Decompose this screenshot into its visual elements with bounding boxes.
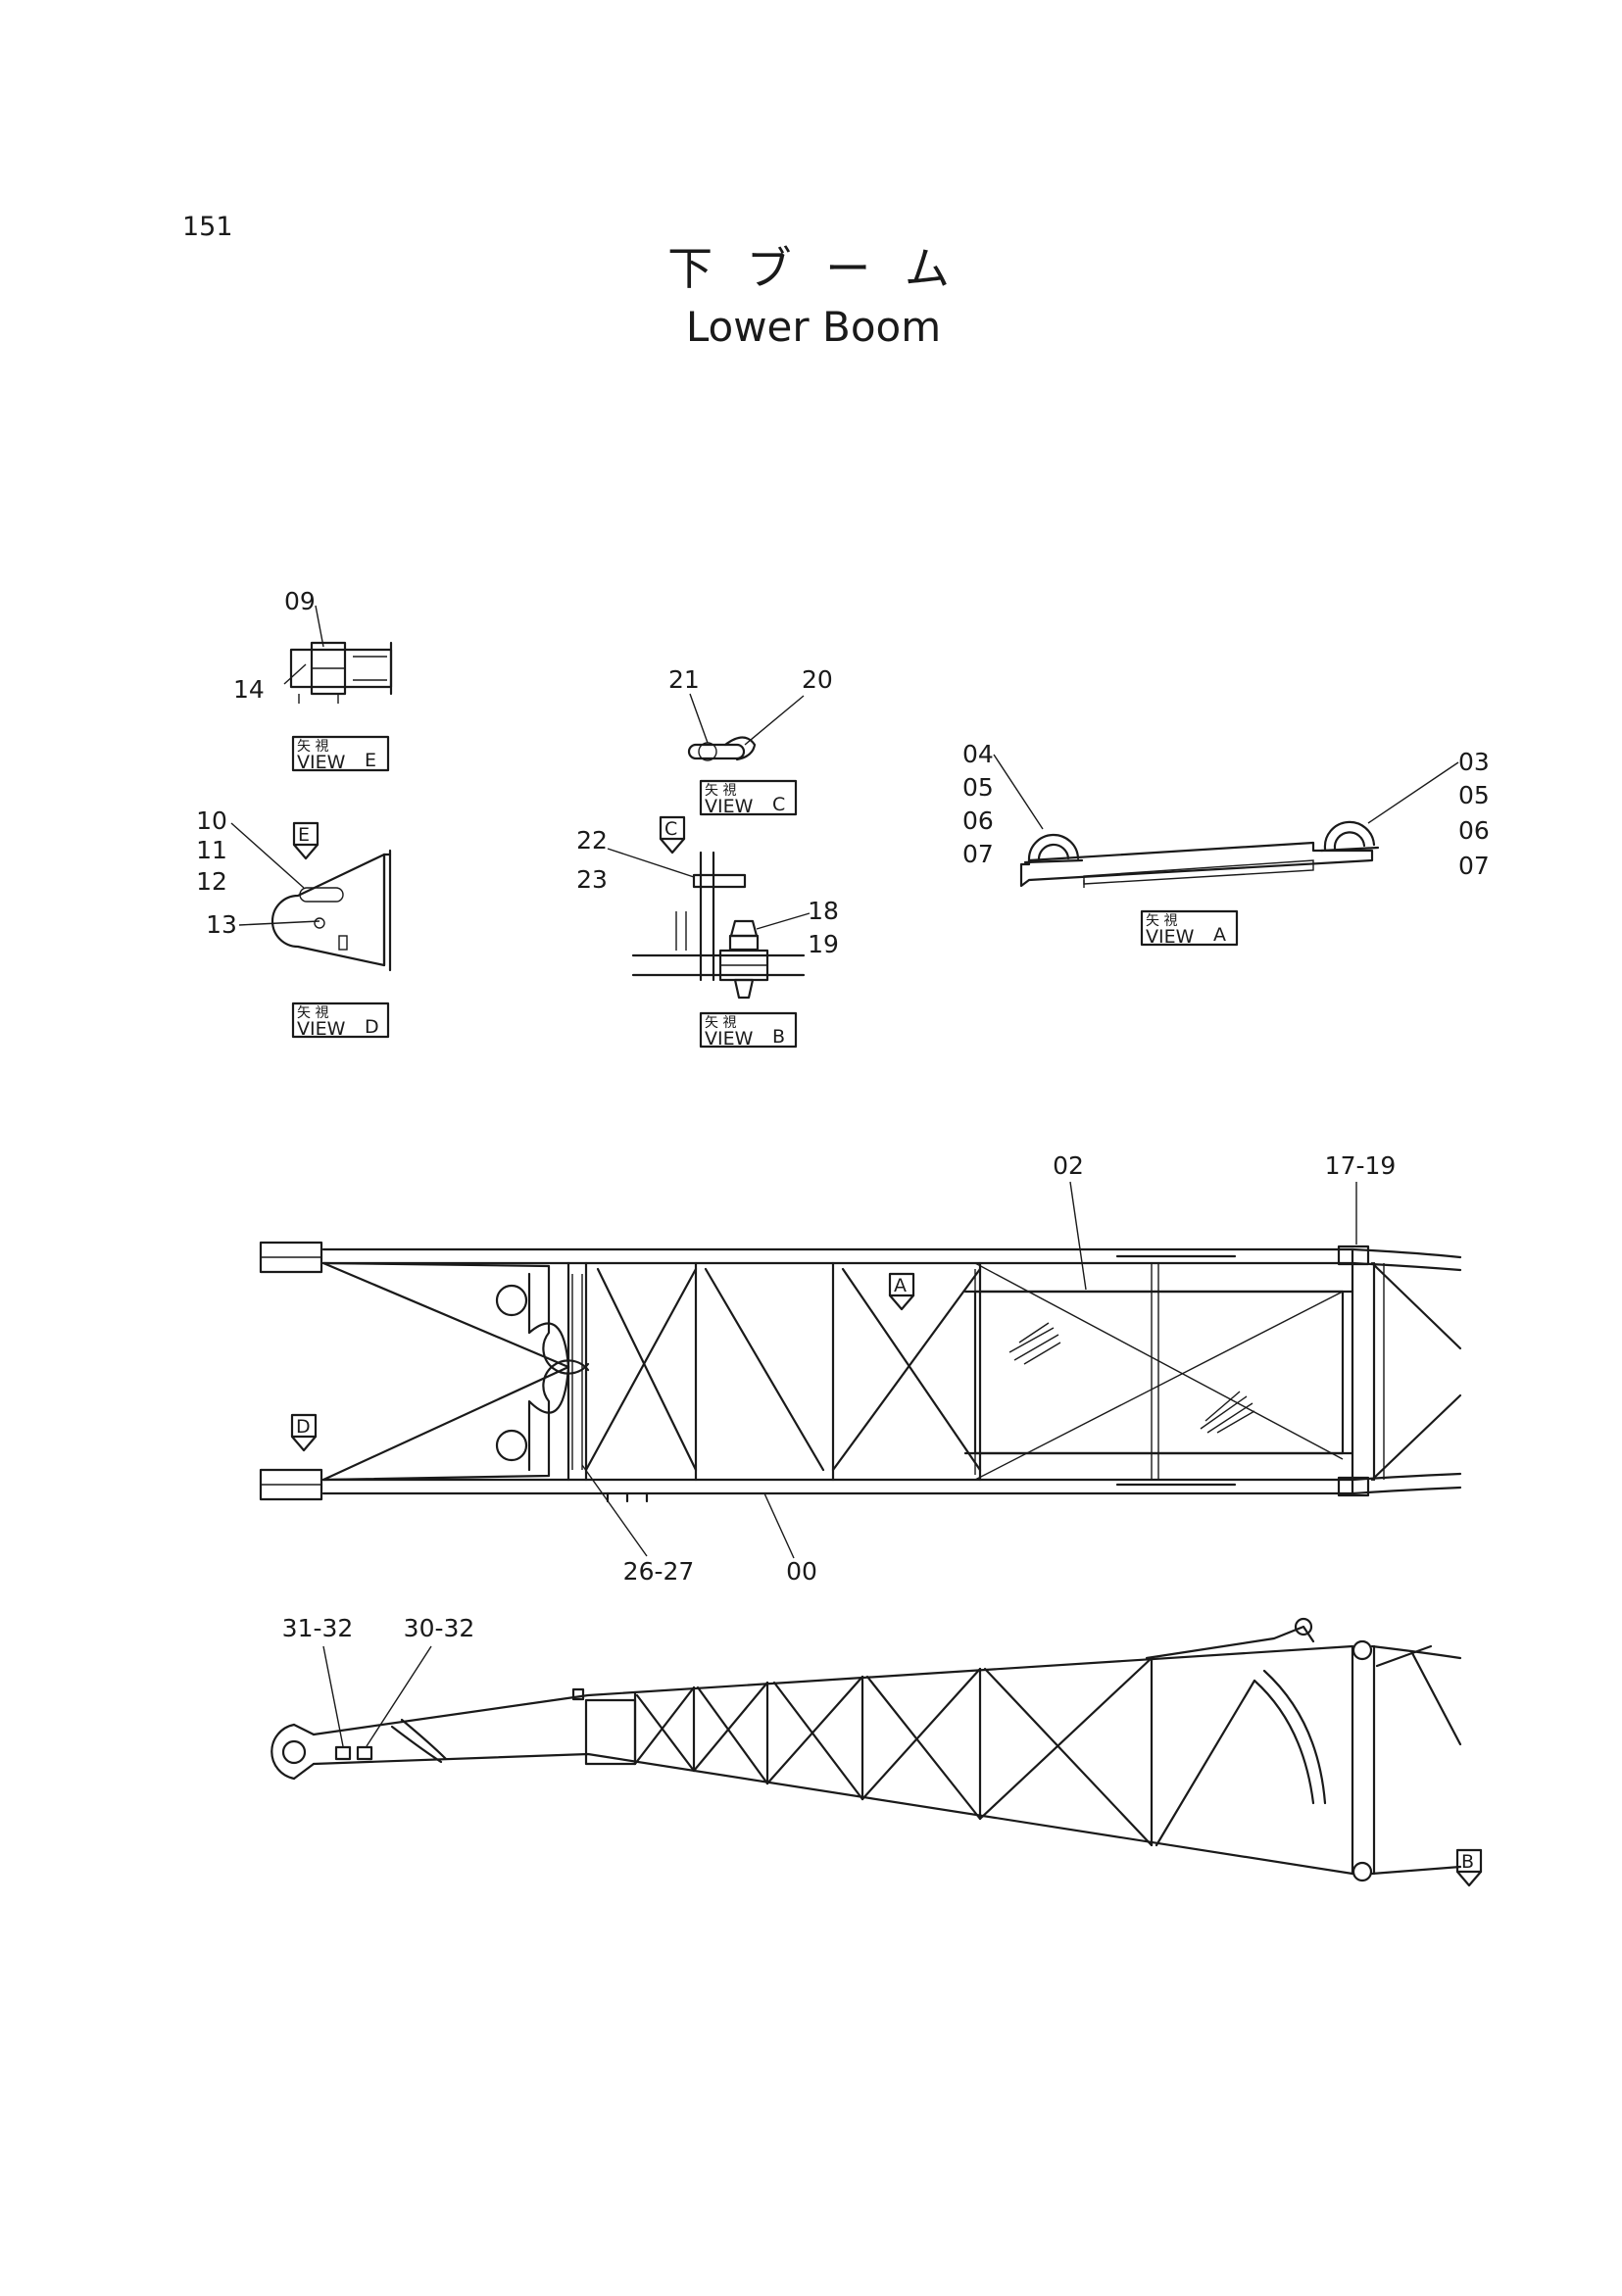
callout-07-left: 07 bbox=[962, 840, 994, 868]
callout-06-right: 06 bbox=[1458, 816, 1490, 845]
callout-23: 23 bbox=[576, 865, 608, 894]
callout-03: 03 bbox=[1458, 748, 1490, 776]
detail-view-b: C bbox=[631, 815, 806, 1000]
svg-text:D: D bbox=[365, 1016, 379, 1038]
svg-text:C: C bbox=[772, 794, 785, 815]
svg-text:VIEW: VIEW bbox=[1146, 926, 1195, 948]
svg-text:矢 視: 矢 視 bbox=[297, 1005, 328, 1021]
callout-30-32: 30-32 bbox=[404, 1614, 475, 1642]
page-number: 151 bbox=[182, 212, 233, 242]
callout-09: 09 bbox=[284, 587, 316, 615]
svg-text:VIEW: VIEW bbox=[297, 752, 346, 773]
svg-text:矢 視: 矢 視 bbox=[1146, 913, 1177, 929]
callout-31-32: 31-32 bbox=[282, 1614, 354, 1642]
callout-18: 18 bbox=[808, 897, 839, 925]
svg-text:B: B bbox=[1461, 1851, 1474, 1873]
boom-side-view bbox=[270, 1617, 1462, 1882]
callout-05-left: 05 bbox=[962, 773, 994, 802]
svg-text:E: E bbox=[298, 824, 310, 846]
callout-12: 12 bbox=[196, 867, 227, 896]
svg-text:矢 視: 矢 視 bbox=[705, 1015, 736, 1031]
view-a-label: 矢 視 VIEW A bbox=[1140, 909, 1239, 948]
view-d-label: 矢 視 VIEW D bbox=[291, 1001, 390, 1040]
svg-text:A: A bbox=[1213, 924, 1226, 946]
callout-14: 14 bbox=[233, 675, 265, 704]
svg-text:VIEW: VIEW bbox=[705, 796, 754, 817]
title-english: Lower Boom bbox=[686, 303, 941, 351]
view-c-label: 矢 視 VIEW C bbox=[699, 779, 798, 817]
callout-17-19: 17-19 bbox=[1325, 1151, 1397, 1180]
callout-05-right: 05 bbox=[1458, 781, 1490, 809]
svg-text:D: D bbox=[296, 1416, 311, 1438]
callout-10: 10 bbox=[196, 806, 227, 835]
boom-plan-view bbox=[259, 1241, 1462, 1503]
svg-text:VIEW: VIEW bbox=[297, 1018, 346, 1040]
svg-text:VIEW: VIEW bbox=[705, 1028, 754, 1050]
callout-13: 13 bbox=[206, 910, 237, 939]
callout-00: 00 bbox=[786, 1557, 817, 1586]
callout-07-right: 07 bbox=[1458, 852, 1490, 880]
view-c-arrow: C bbox=[659, 815, 686, 855]
view-a-arrow: A bbox=[888, 1272, 915, 1311]
view-b-arrow: B bbox=[1455, 1848, 1483, 1887]
title-japanese: 下 ブ ー ム bbox=[667, 242, 959, 295]
callout-22: 22 bbox=[576, 826, 608, 855]
detail-view-d bbox=[270, 849, 392, 972]
detail-view-e bbox=[283, 605, 393, 704]
callout-04: 04 bbox=[962, 740, 994, 768]
callout-02: 02 bbox=[1053, 1151, 1084, 1180]
callout-11: 11 bbox=[196, 836, 227, 864]
view-e-label: 矢 視 VIEW E bbox=[291, 735, 390, 773]
view-d-arrow-on-boom: D bbox=[290, 1413, 318, 1452]
view-b-label: 矢 視 VIEW B bbox=[699, 1011, 798, 1050]
callout-06-left: 06 bbox=[962, 806, 994, 835]
detail-view-a bbox=[1019, 820, 1380, 888]
svg-text:C: C bbox=[664, 818, 677, 840]
callout-26-27: 26-27 bbox=[623, 1557, 695, 1586]
svg-text:矢 視: 矢 視 bbox=[705, 783, 736, 799]
callout-19: 19 bbox=[808, 930, 839, 958]
svg-text:矢 視: 矢 視 bbox=[297, 739, 328, 755]
detail-view-c bbox=[687, 736, 757, 761]
callout-21: 21 bbox=[668, 665, 700, 694]
svg-text:B: B bbox=[772, 1026, 785, 1048]
svg-text:E: E bbox=[365, 750, 376, 771]
svg-text:A: A bbox=[894, 1275, 907, 1296]
callout-20: 20 bbox=[802, 665, 833, 694]
view-d-arrow: E bbox=[292, 821, 319, 860]
